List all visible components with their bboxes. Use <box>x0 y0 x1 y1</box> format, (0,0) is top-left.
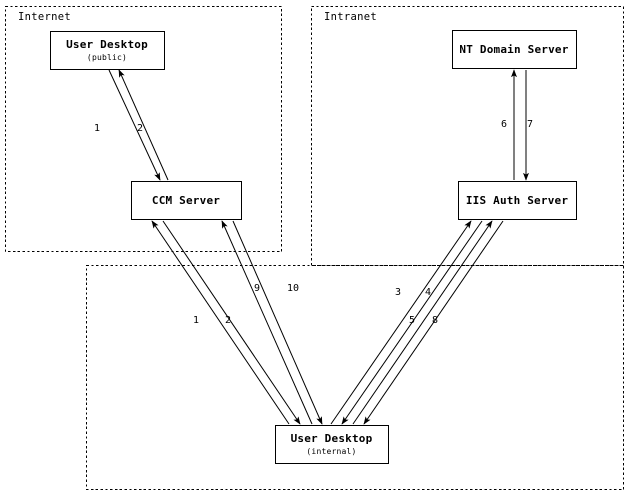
zone-label-internet: Internet <box>18 11 71 23</box>
flows-layer <box>108 69 529 425</box>
nodes-layer: User Desktop (public) CCM Server NT Domain … <box>49 29 578 465</box>
node-box-nt-domain-server[interactable] <box>451 29 578 70</box>
flow-arrow-2-ccm-server-to-user-desktop-public <box>118 69 169 181</box>
node-user-desktop-internal[interactable]: User Desktop (internal) <box>274 424 390 465</box>
flow-arrow-5-user-desktop-internal-to-iis-auth-server <box>352 220 493 425</box>
flow-step-label-10-ccm-server: 10 <box>287 283 299 294</box>
zones-layer: Internet Intranet <box>4 5 625 491</box>
flow-step-label-1-user-desktop-public: 1 <box>94 123 100 134</box>
flow-arrow-2-ccm-server-to-user-desktop-internal <box>162 220 301 425</box>
zone-boundary-internal-zone <box>85 264 625 491</box>
flow-arrow-9-user-desktop-internal-to-ccm-server <box>221 220 313 425</box>
node-box-user-desktop-internal[interactable] <box>274 424 390 465</box>
node-label-ccm-server: CCM Server <box>152 194 220 207</box>
node-label-user-desktop-internal: User Desktop <box>291 432 373 445</box>
flow-arrow-8-iis-auth-server-to-user-desktop-internal <box>363 220 504 425</box>
node-sublabel-user-desktop-internal: (internal) <box>306 447 356 456</box>
node-label-user-desktop-public: User Desktop <box>66 38 148 51</box>
node-iis-auth-server[interactable]: IIS Auth Server <box>457 180 578 221</box>
node-box-ccm-server[interactable] <box>130 180 243 221</box>
node-label-nt-domain-server: NT Domain Server <box>459 43 568 56</box>
flow-step-label-2-ccm-server: 2 <box>137 123 143 134</box>
zone-internal-zone <box>85 264 625 491</box>
flow-arrow-1-user-desktop-public-to-ccm-server <box>108 69 161 181</box>
flow-arrow-1-user-desktop-internal-to-ccm-server <box>151 220 290 425</box>
flow-arrow-3-user-desktop-internal-to-iis-auth-server <box>330 220 472 425</box>
flow-step-label-5-user-desktop-internal: 5 <box>409 315 415 326</box>
flow-step-label-9-user-desktop-internal: 9 <box>254 283 260 294</box>
flow-labels-layer: 1 2 1 2 3 4 5 8 6 7 9 10 <box>94 119 533 326</box>
node-nt-domain-server[interactable]: NT Domain Server <box>451 29 578 70</box>
zone-label-intranet: Intranet <box>324 11 377 23</box>
node-label-iis-auth-server: IIS Auth Server <box>466 194 569 207</box>
flow-step-label-7-nt-domain-server: 7 <box>527 119 533 130</box>
flow-step-label-8-iis-auth-server: 8 <box>432 315 438 326</box>
node-box-iis-auth-server[interactable] <box>457 180 578 221</box>
flow-step-label-2-ccm-server: 2 <box>225 315 231 326</box>
node-sublabel-user-desktop-public: (public) <box>87 53 127 62</box>
flow-arrow-10-ccm-server-to-user-desktop-internal <box>232 220 323 425</box>
zone-boundary-internet <box>4 5 283 253</box>
flow-step-label-1-user-desktop-internal: 1 <box>193 315 199 326</box>
flow-step-label-3-user-desktop-internal: 3 <box>395 287 401 298</box>
node-user-desktop-public[interactable]: User Desktop (public) <box>49 30 166 71</box>
flow-step-label-4-iis-auth-server: 4 <box>425 287 431 298</box>
zone-internet: Internet <box>4 5 283 253</box>
node-box-user-desktop-public[interactable] <box>49 30 166 71</box>
flow-arrow-4-iis-auth-server-to-user-desktop-internal <box>341 220 483 425</box>
flow-step-label-6-iis-auth-server: 6 <box>501 119 507 130</box>
node-ccm-server[interactable]: CCM Server <box>130 180 243 221</box>
